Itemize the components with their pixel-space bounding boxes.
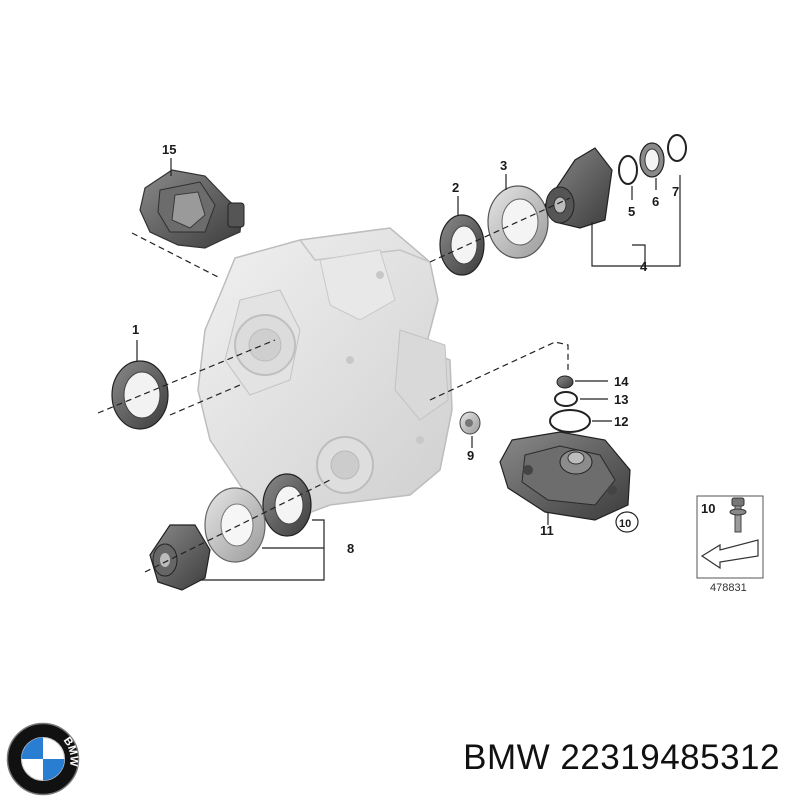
part-5-ring	[618, 155, 638, 185]
bolt-icon	[729, 497, 747, 533]
callout-10-circled-label: 10	[619, 518, 631, 530]
bmw-roundel-icon: BMW	[6, 722, 80, 796]
callout-15: 15	[162, 142, 176, 157]
reference-box-part-10: 10	[696, 495, 764, 579]
part-13-o-ring	[554, 391, 578, 407]
callout-10-circled: 10	[615, 511, 639, 533]
transfer-case-housing	[197, 227, 453, 521]
callout-12: 12	[614, 414, 628, 429]
callout-4: 4	[640, 259, 648, 274]
parts-diagram: 15 1 2 3 4 5 6 7 8 9 11 12 13 14 10 10 4…	[97, 134, 764, 594]
part-3-bearing	[487, 185, 549, 259]
callout-6: 6	[652, 194, 659, 209]
callout-1: 1	[132, 322, 139, 337]
part-9-plug	[459, 411, 481, 435]
leader-8	[200, 547, 325, 581]
callout-3: 3	[500, 158, 507, 173]
callout-11: 11	[540, 523, 554, 538]
callout-14: 14	[614, 374, 629, 389]
part-12-o-ring	[549, 409, 591, 433]
callout-13: 13	[614, 392, 628, 407]
axis-line-bottom	[144, 479, 331, 573]
axis-line-servo	[429, 341, 569, 401]
axis-line-actuator	[131, 232, 221, 279]
part-2-shaft-seal	[439, 214, 485, 276]
callout-5: 5	[628, 204, 635, 219]
callout-7: 7	[672, 184, 679, 199]
part-8-flange	[149, 524, 211, 591]
reference-code: 478831	[710, 582, 747, 594]
arrow-direction-icon	[700, 539, 759, 570]
part-6-ring	[639, 142, 665, 178]
part-7-ring	[667, 134, 687, 162]
part-11-servo-motor	[499, 431, 631, 521]
callout-10: 10	[701, 501, 715, 516]
leader-8b	[312, 519, 325, 548]
part-15-actuator	[139, 169, 245, 249]
axis-line-left-lower	[169, 384, 241, 416]
part-1-shaft-seal	[111, 360, 169, 430]
product-caption: BMW 22319485312	[463, 738, 780, 777]
callout-2: 2	[452, 180, 459, 195]
axis-line-left	[97, 339, 276, 414]
part-4-output-flange	[544, 147, 613, 229]
leader-4b	[632, 244, 646, 266]
part-8-seal	[262, 473, 312, 537]
axis-line-front	[429, 197, 571, 263]
part-8-disk	[204, 487, 266, 563]
part-14-screw	[556, 375, 574, 389]
leader-4	[591, 175, 681, 267]
callout-8: 8	[347, 541, 354, 556]
callout-9: 9	[467, 448, 474, 463]
